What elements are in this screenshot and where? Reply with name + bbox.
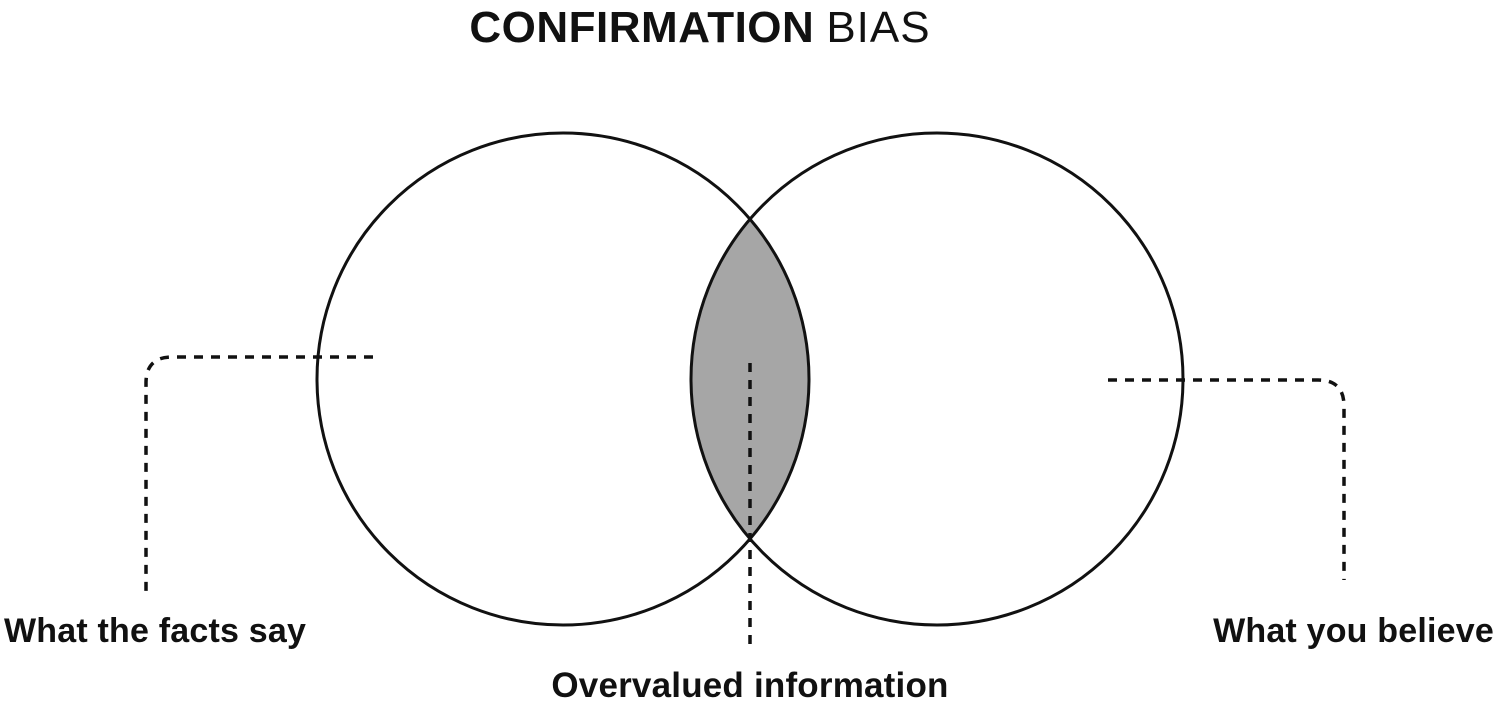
right-callout-line [1108,378,1346,580]
left-callout-line [144,355,373,598]
title-primary: CONFIRMATION [469,3,815,52]
intersection-region [690,219,810,539]
title-secondary: BIAS [826,3,931,52]
left-circle [315,131,811,627]
intersection-label: Overvalued information [551,666,949,705]
right-circle-label: What you believe [1213,612,1494,650]
left-circle-label: What the facts say [4,612,307,650]
